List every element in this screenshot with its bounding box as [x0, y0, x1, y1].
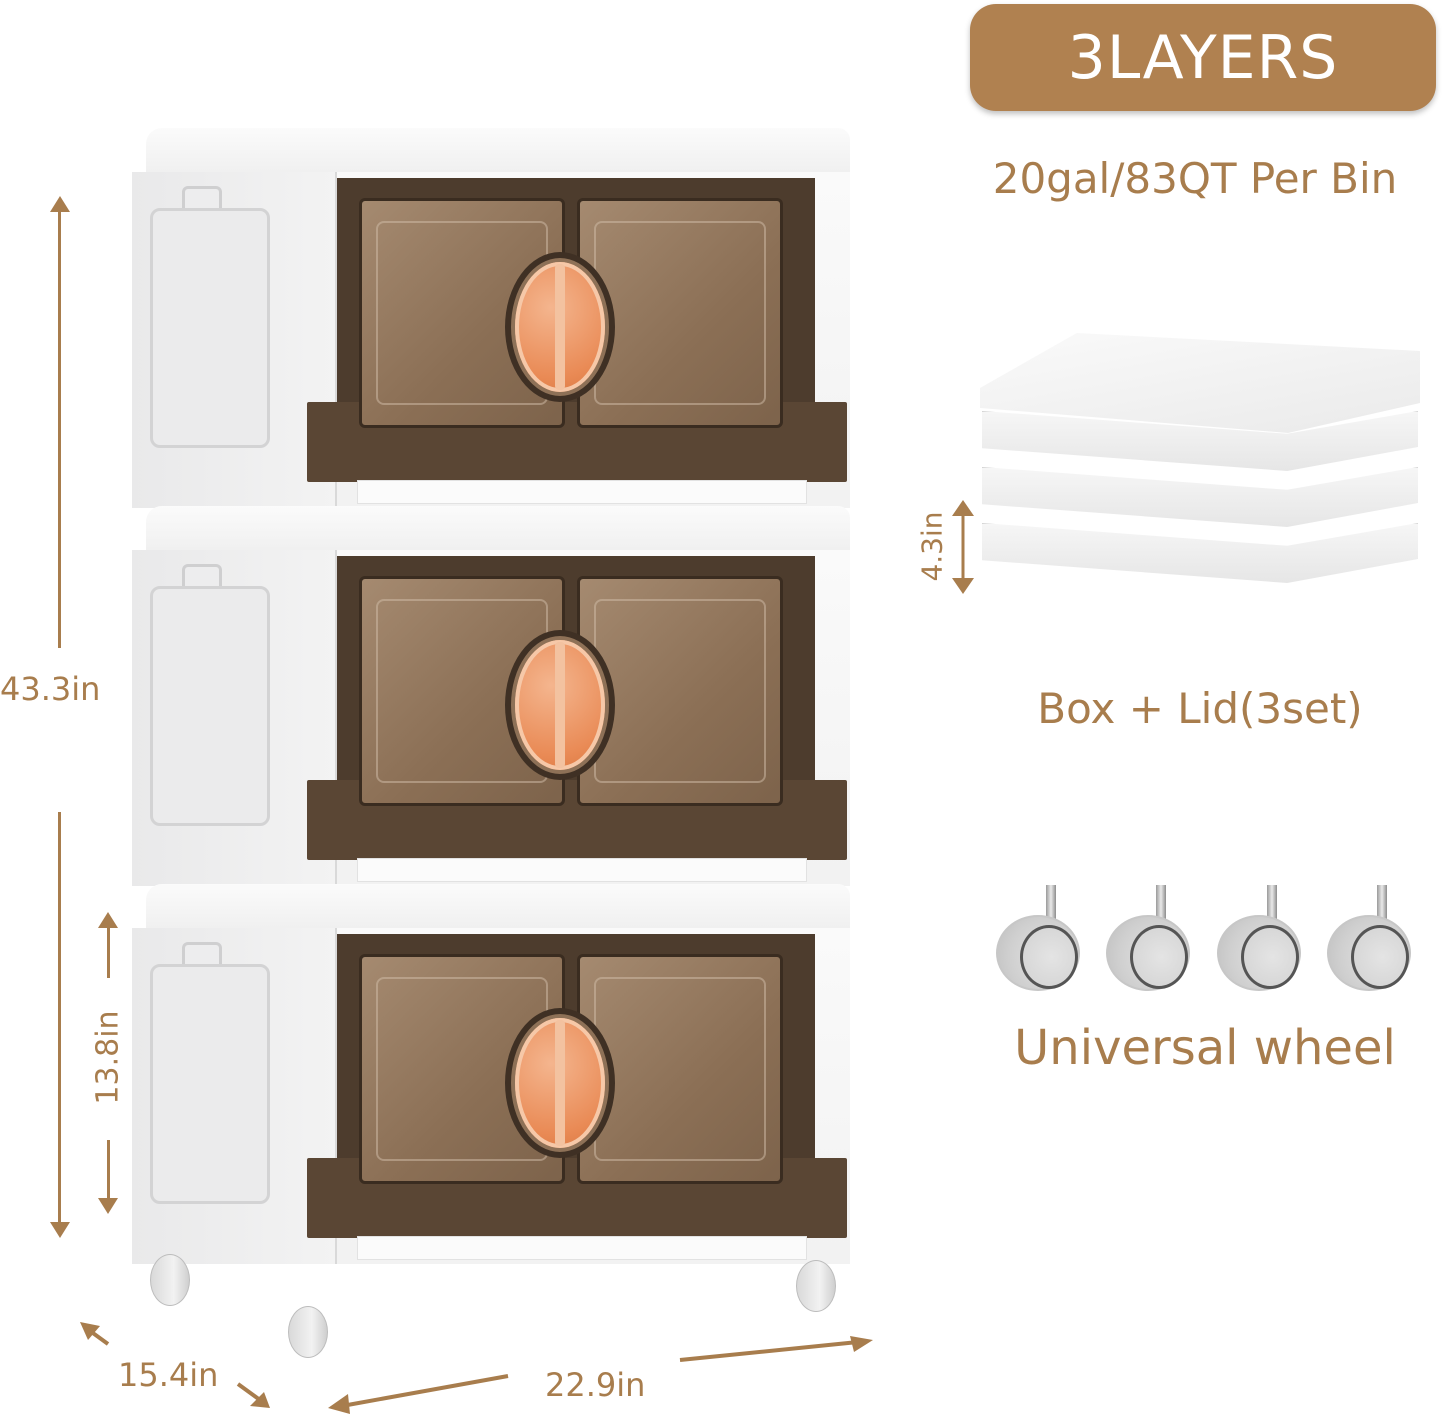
side-panel — [150, 586, 270, 826]
storage-tower — [132, 128, 850, 1358]
width-label: 22.9in — [545, 1366, 646, 1404]
layer-side — [132, 172, 337, 508]
layer-side — [132, 928, 337, 1264]
depth-label: 15.4in — [118, 1356, 219, 1394]
front-bottom-strip — [357, 1236, 807, 1260]
knob-grip — [555, 1020, 565, 1146]
front-bottom-strip — [357, 858, 807, 882]
total-height-arrow-up-icon — [50, 196, 70, 212]
knob-grip — [555, 642, 565, 768]
layer-height-line-bottom — [107, 1140, 110, 1202]
layer-front — [307, 172, 850, 508]
storage-layer-middle — [132, 506, 850, 886]
universal-wheel-icon — [1211, 885, 1306, 995]
side-panel — [150, 964, 270, 1204]
folded-boxes-illustration — [978, 333, 1422, 638]
layers-badge-label: 3LAYERS — [1067, 22, 1339, 93]
total-height-line-top — [58, 208, 61, 648]
layer-height-arrow-down-icon — [98, 1198, 118, 1218]
folded-box-3 — [982, 523, 1418, 583]
universal-wheel-icon — [1321, 885, 1416, 995]
folded-height-arrow-icon — [952, 500, 974, 598]
depth-arrow-icon — [78, 1322, 278, 1416]
layer-lid — [146, 128, 850, 178]
layer-height-label: 13.8in — [90, 1010, 126, 1105]
layers-badge: 3LAYERS — [970, 4, 1436, 111]
universal-wheel-icon — [990, 885, 1085, 995]
front-bottom-strip — [357, 480, 807, 504]
folded-box-2 — [982, 467, 1418, 527]
side-panel — [150, 208, 270, 448]
capacity-label: 20gal/83QT Per Bin — [992, 154, 1398, 203]
universal-wheel-caption: Universal wheel — [1014, 1020, 1396, 1076]
caster-wheel-icon — [150, 1254, 190, 1306]
storage-layer-bottom — [132, 884, 850, 1264]
caster-wheel-icon — [796, 1260, 836, 1312]
layer-front — [307, 550, 850, 886]
layer-lid — [146, 884, 850, 934]
layer-front — [307, 928, 850, 1264]
caster-wheel-icon — [288, 1306, 328, 1358]
total-height-line-bottom — [58, 812, 61, 1232]
layer-lid — [146, 506, 850, 556]
layer-height-line-top — [107, 926, 110, 978]
folded-height-label: 4.3in — [915, 511, 949, 582]
layer-side — [132, 550, 337, 886]
layer-height-arrow-up-icon — [98, 912, 118, 932]
total-height-label: 43.3in — [0, 670, 101, 708]
box-lid-caption: Box + Lid(3set) — [1037, 684, 1363, 733]
total-height-arrow-down-icon — [50, 1222, 70, 1242]
storage-layer-top — [132, 128, 850, 508]
universal-wheel-icon — [1100, 885, 1195, 995]
width-arrow-icon — [328, 1336, 878, 1420]
knob-grip — [555, 264, 565, 390]
